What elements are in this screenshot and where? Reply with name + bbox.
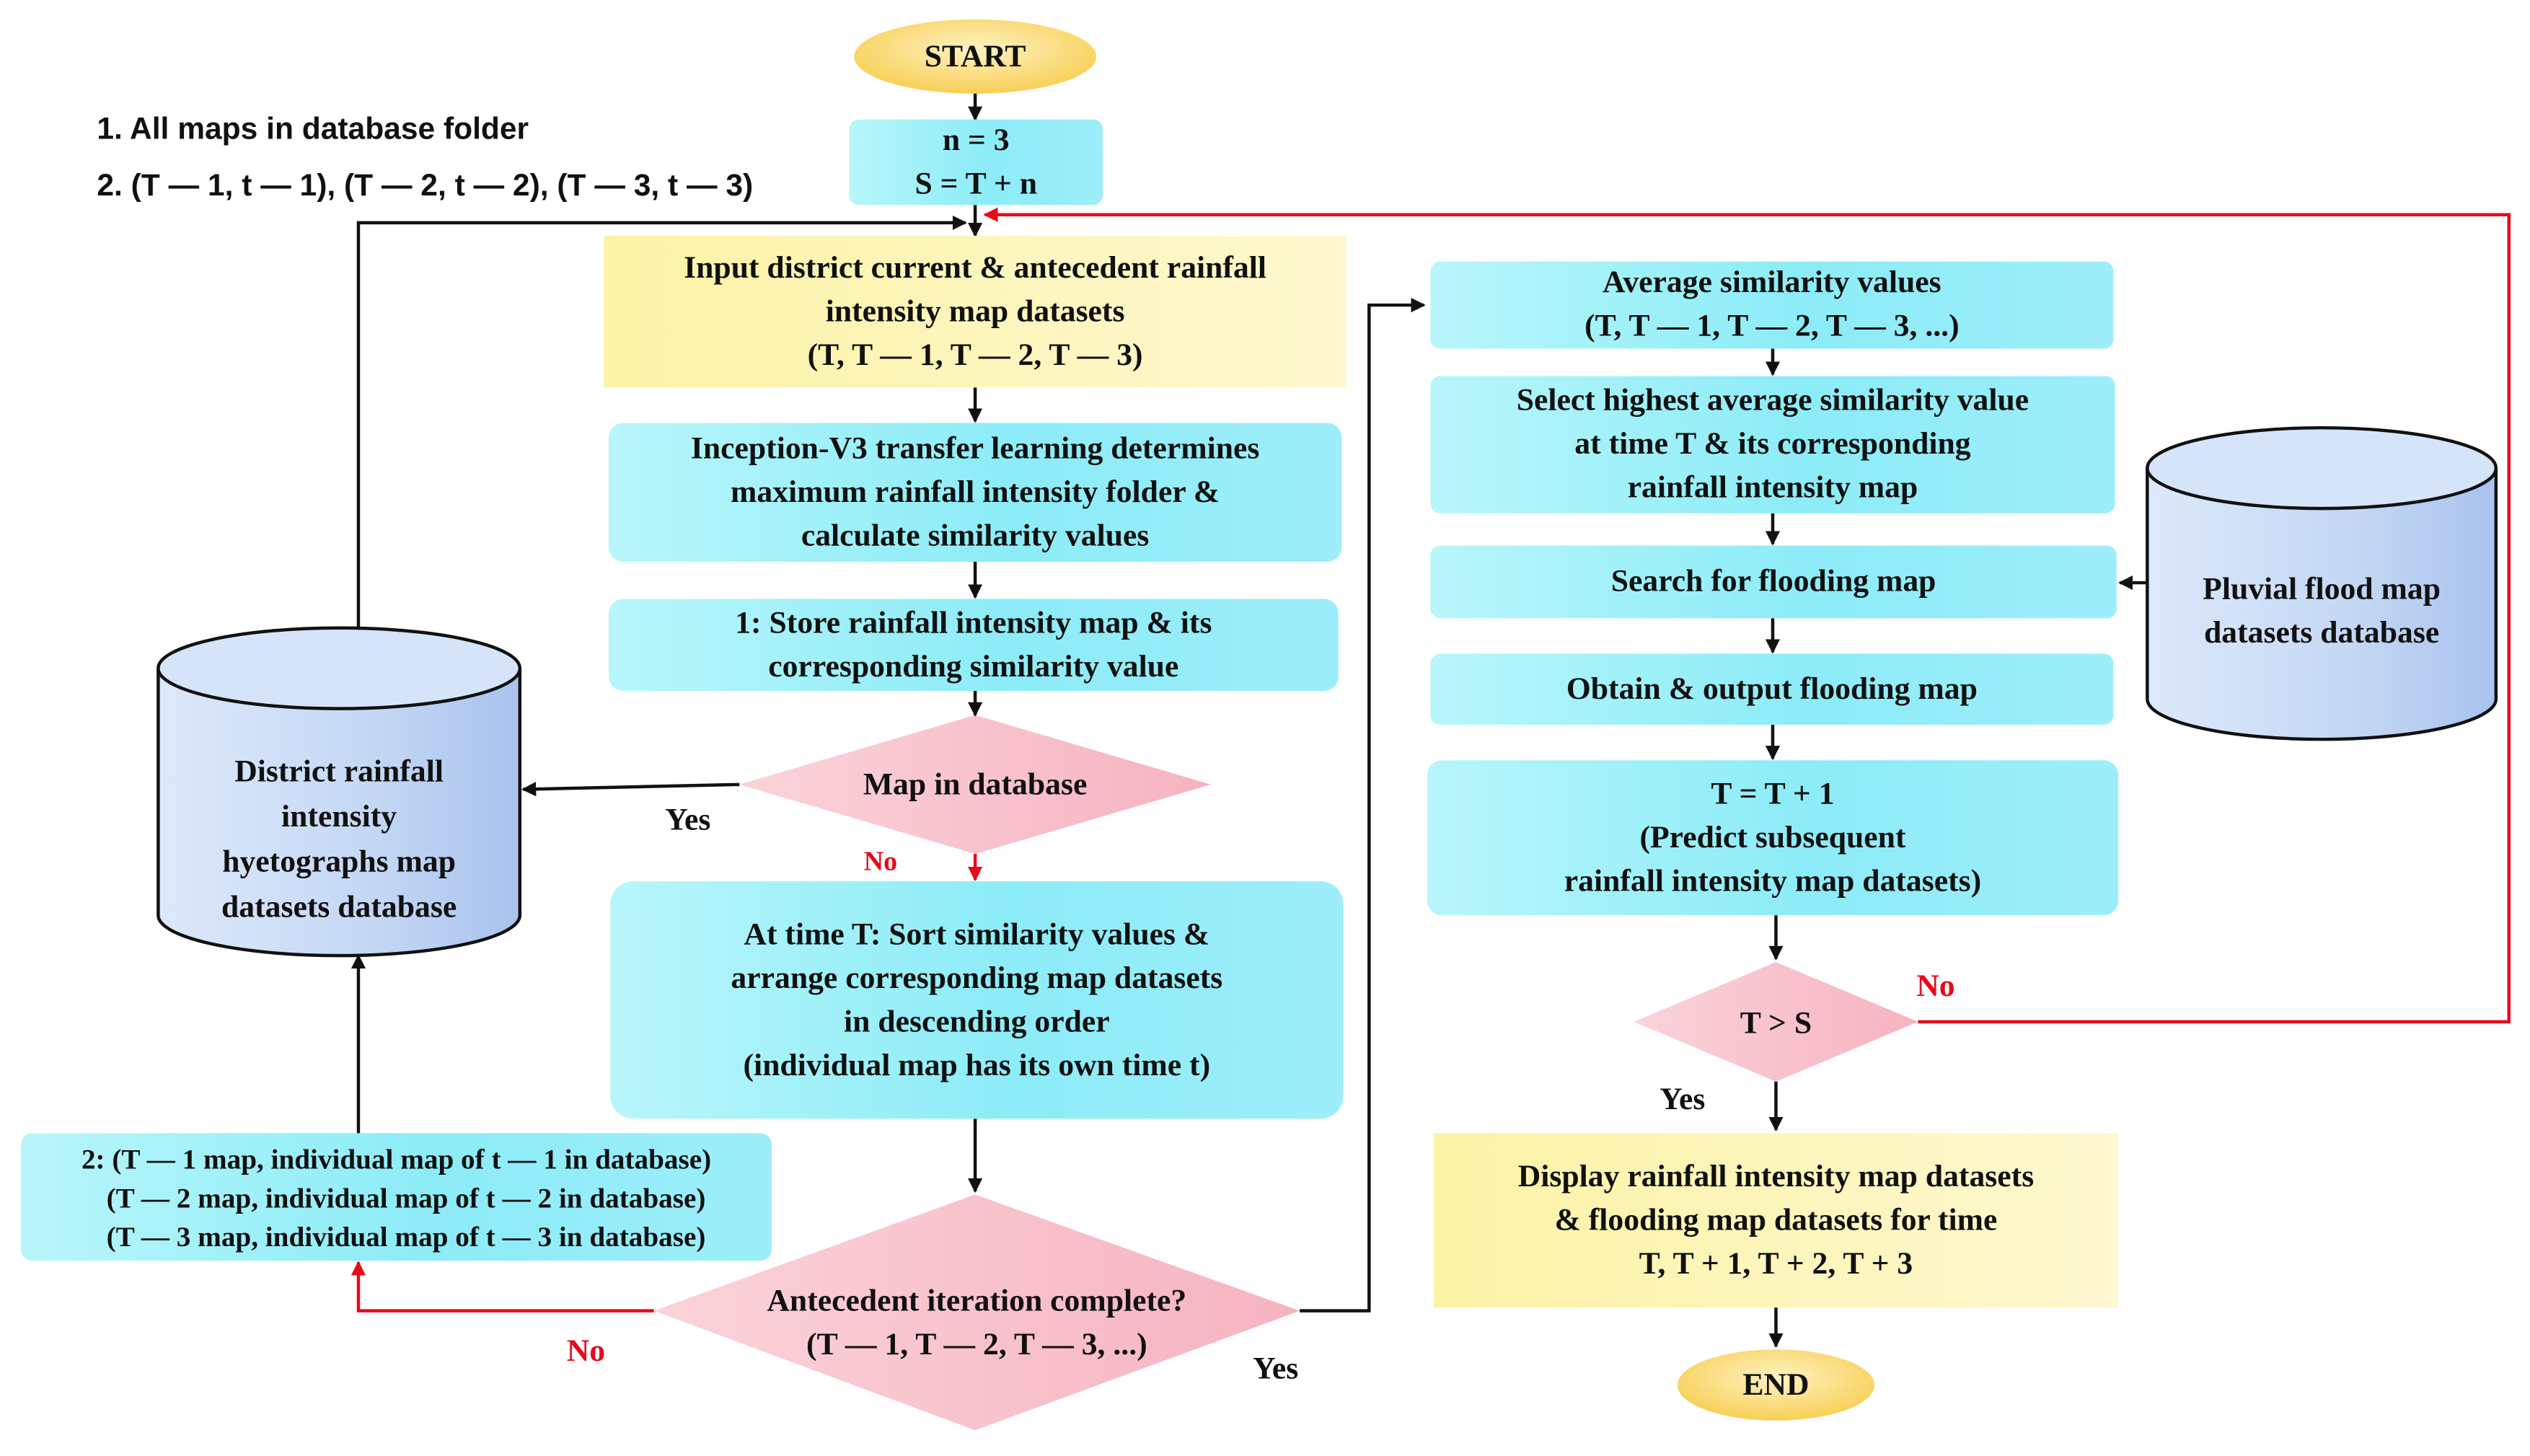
arrow-ts-no-loop <box>983 207 2511 1024</box>
input-line-1: Input district current & antecedent rain… <box>684 251 1267 286</box>
inception-line-3: calculate similarity values <box>801 519 1150 553</box>
pluvial-line-1: Pluvial flood map <box>2203 573 2441 607</box>
district-database-label: District rainfall intensity hyetographs … <box>162 746 516 936</box>
decision-antecedent-iteration: Antecedent iteration complete? (T — 1, T… <box>695 1279 1260 1369</box>
arrow-iteration-no-to-step2 <box>351 1261 654 1312</box>
pluvial-line-2: datasets database <box>2204 617 2440 651</box>
arrow-iteration-yes-to-average <box>1300 297 1426 1312</box>
input-line-3: (T, T — 1, T — 2, T — 3) <box>807 337 1143 372</box>
display-line-3: T, T + 1, T + 2, T + 3 <box>1639 1247 1913 1281</box>
average-box: Average similarity values (T, T — 1, T —… <box>1430 261 2114 349</box>
start-label: START <box>924 39 1026 74</box>
predict-line-1: T = T + 1 <box>1711 777 1835 811</box>
inception-line-2: maximum rainfall intensity folder & <box>731 475 1220 510</box>
display-line-2: & flooding map datasets for time <box>1554 1203 1998 1237</box>
district-database-cylinder <box>157 626 522 958</box>
init-line-2: S = T + n <box>914 167 1037 201</box>
store-box: 1: Store rainfall intensity map & its co… <box>608 599 1339 692</box>
pluvial-database-cylinder <box>2146 425 2498 741</box>
decision-t-greater-s: T > S <box>1679 997 1873 1049</box>
label-yes-map: Yes <box>665 803 711 838</box>
obtain-label: Obtain & output flooding map <box>1566 672 1978 707</box>
district-db-line-2: intensity <box>281 800 397 835</box>
arrow-yes-to-district-db <box>521 782 740 797</box>
select-line-3: rainfall intensity map <box>1627 471 1918 506</box>
init-line-1: n = 3 <box>942 123 1010 158</box>
store-line-2: corresponding similarity value <box>768 649 1179 684</box>
predict-box: T = T + 1 (Predict subsequent rainfall i… <box>1427 760 2119 916</box>
inception-box: Inception-V3 transfer learning determine… <box>608 423 1342 562</box>
decision-map-in-database: Map in database <box>759 756 1191 814</box>
inception-line-1: Inception-V3 transfer learning determine… <box>690 431 1260 466</box>
step2-line-1: 2: (T — 1 map, individual map of t — 1 i… <box>81 1142 712 1175</box>
predict-line-3: rainfall intensity map datasets) <box>1564 864 1982 899</box>
district-db-line-4: datasets database <box>221 891 457 925</box>
display-line-1: Display rainfall intensity map datasets <box>1517 1160 2035 1194</box>
end-label: END <box>1742 1368 1810 1403</box>
display-box: Display rainfall intensity map datasets … <box>1433 1133 2119 1308</box>
search-box: Search for flooding map <box>1430 545 2117 619</box>
average-line-1: Average similarity values <box>1603 266 1941 301</box>
sort-box: At time T: Sort similarity values & arra… <box>610 881 1344 1119</box>
sort-line-1: At time T: Sort similarity values & <box>744 917 1210 952</box>
iteration-line-2: (T — 1, T — 2, T — 3, ...) <box>806 1328 1147 1363</box>
decision-ts-label: T > S <box>1740 1006 1812 1041</box>
obtain-box: Obtain & output flooding map <box>1430 653 2114 725</box>
start-terminal <box>854 19 1097 94</box>
sort-line-2: arrange corresponding map datasets <box>731 961 1223 995</box>
arrow-district-db-to-input <box>356 215 967 628</box>
iteration-line-1: Antecedent iteration complete? <box>767 1284 1187 1319</box>
select-line-2: at time T & its corresponding <box>1574 428 1971 462</box>
label-no-map: No <box>863 845 898 877</box>
input-line-2: intensity map datasets <box>825 294 1125 329</box>
label-yes-iteration: Yes <box>1253 1352 1299 1387</box>
store-line-1: 1: Store rainfall intensity map & its <box>735 606 1212 640</box>
pluvial-database-label: Pluvial flood map datasets database <box>2151 565 2493 658</box>
average-line-2: (T, T — 1, T — 2, T — 3, ...) <box>1584 309 1960 344</box>
step2-line-3: (T — 3 map, individual map of t — 3 in d… <box>106 1219 706 1252</box>
district-db-line-3: hyetographs map <box>222 845 457 880</box>
step2-line-2: (T — 2 map, individual map of t — 2 in d… <box>106 1181 706 1214</box>
decision-map-in-database-shape <box>739 715 1211 855</box>
end-terminal <box>1677 1349 1875 1421</box>
predict-line-2: (Predict subsequent <box>1639 821 1906 855</box>
sort-line-3: in descending order <box>844 1005 1110 1039</box>
select-box: Select highest average similarity value … <box>1430 376 2115 513</box>
label-no-iteration: No <box>566 1335 606 1369</box>
sort-line-4: (individual map has its own time t) <box>743 1048 1211 1082</box>
district-db-line-1: District rainfall <box>234 755 444 790</box>
step2-box: 2: (T — 1 map, individual map of t — 1 i… <box>21 1133 772 1261</box>
label-yes-ts: Yes <box>1660 1082 1706 1117</box>
note-line-1: 1. All maps in database folder <box>97 112 529 147</box>
decision-antecedent-iteration-shape <box>653 1194 1300 1431</box>
label-no-ts: No <box>1916 970 1955 1005</box>
select-line-1: Select highest average similarity value <box>1516 384 2029 418</box>
decision-map-label: Map in database <box>863 767 1088 802</box>
input-box: Input district current & antecedent rain… <box>604 235 1346 388</box>
search-label: Search for flooding map <box>1610 565 1936 599</box>
note-line-2: 2. (T — 1, t — 1), (T — 2, t — 2), (T — … <box>97 169 754 204</box>
init-box: n = 3 S = T + n <box>849 119 1103 206</box>
